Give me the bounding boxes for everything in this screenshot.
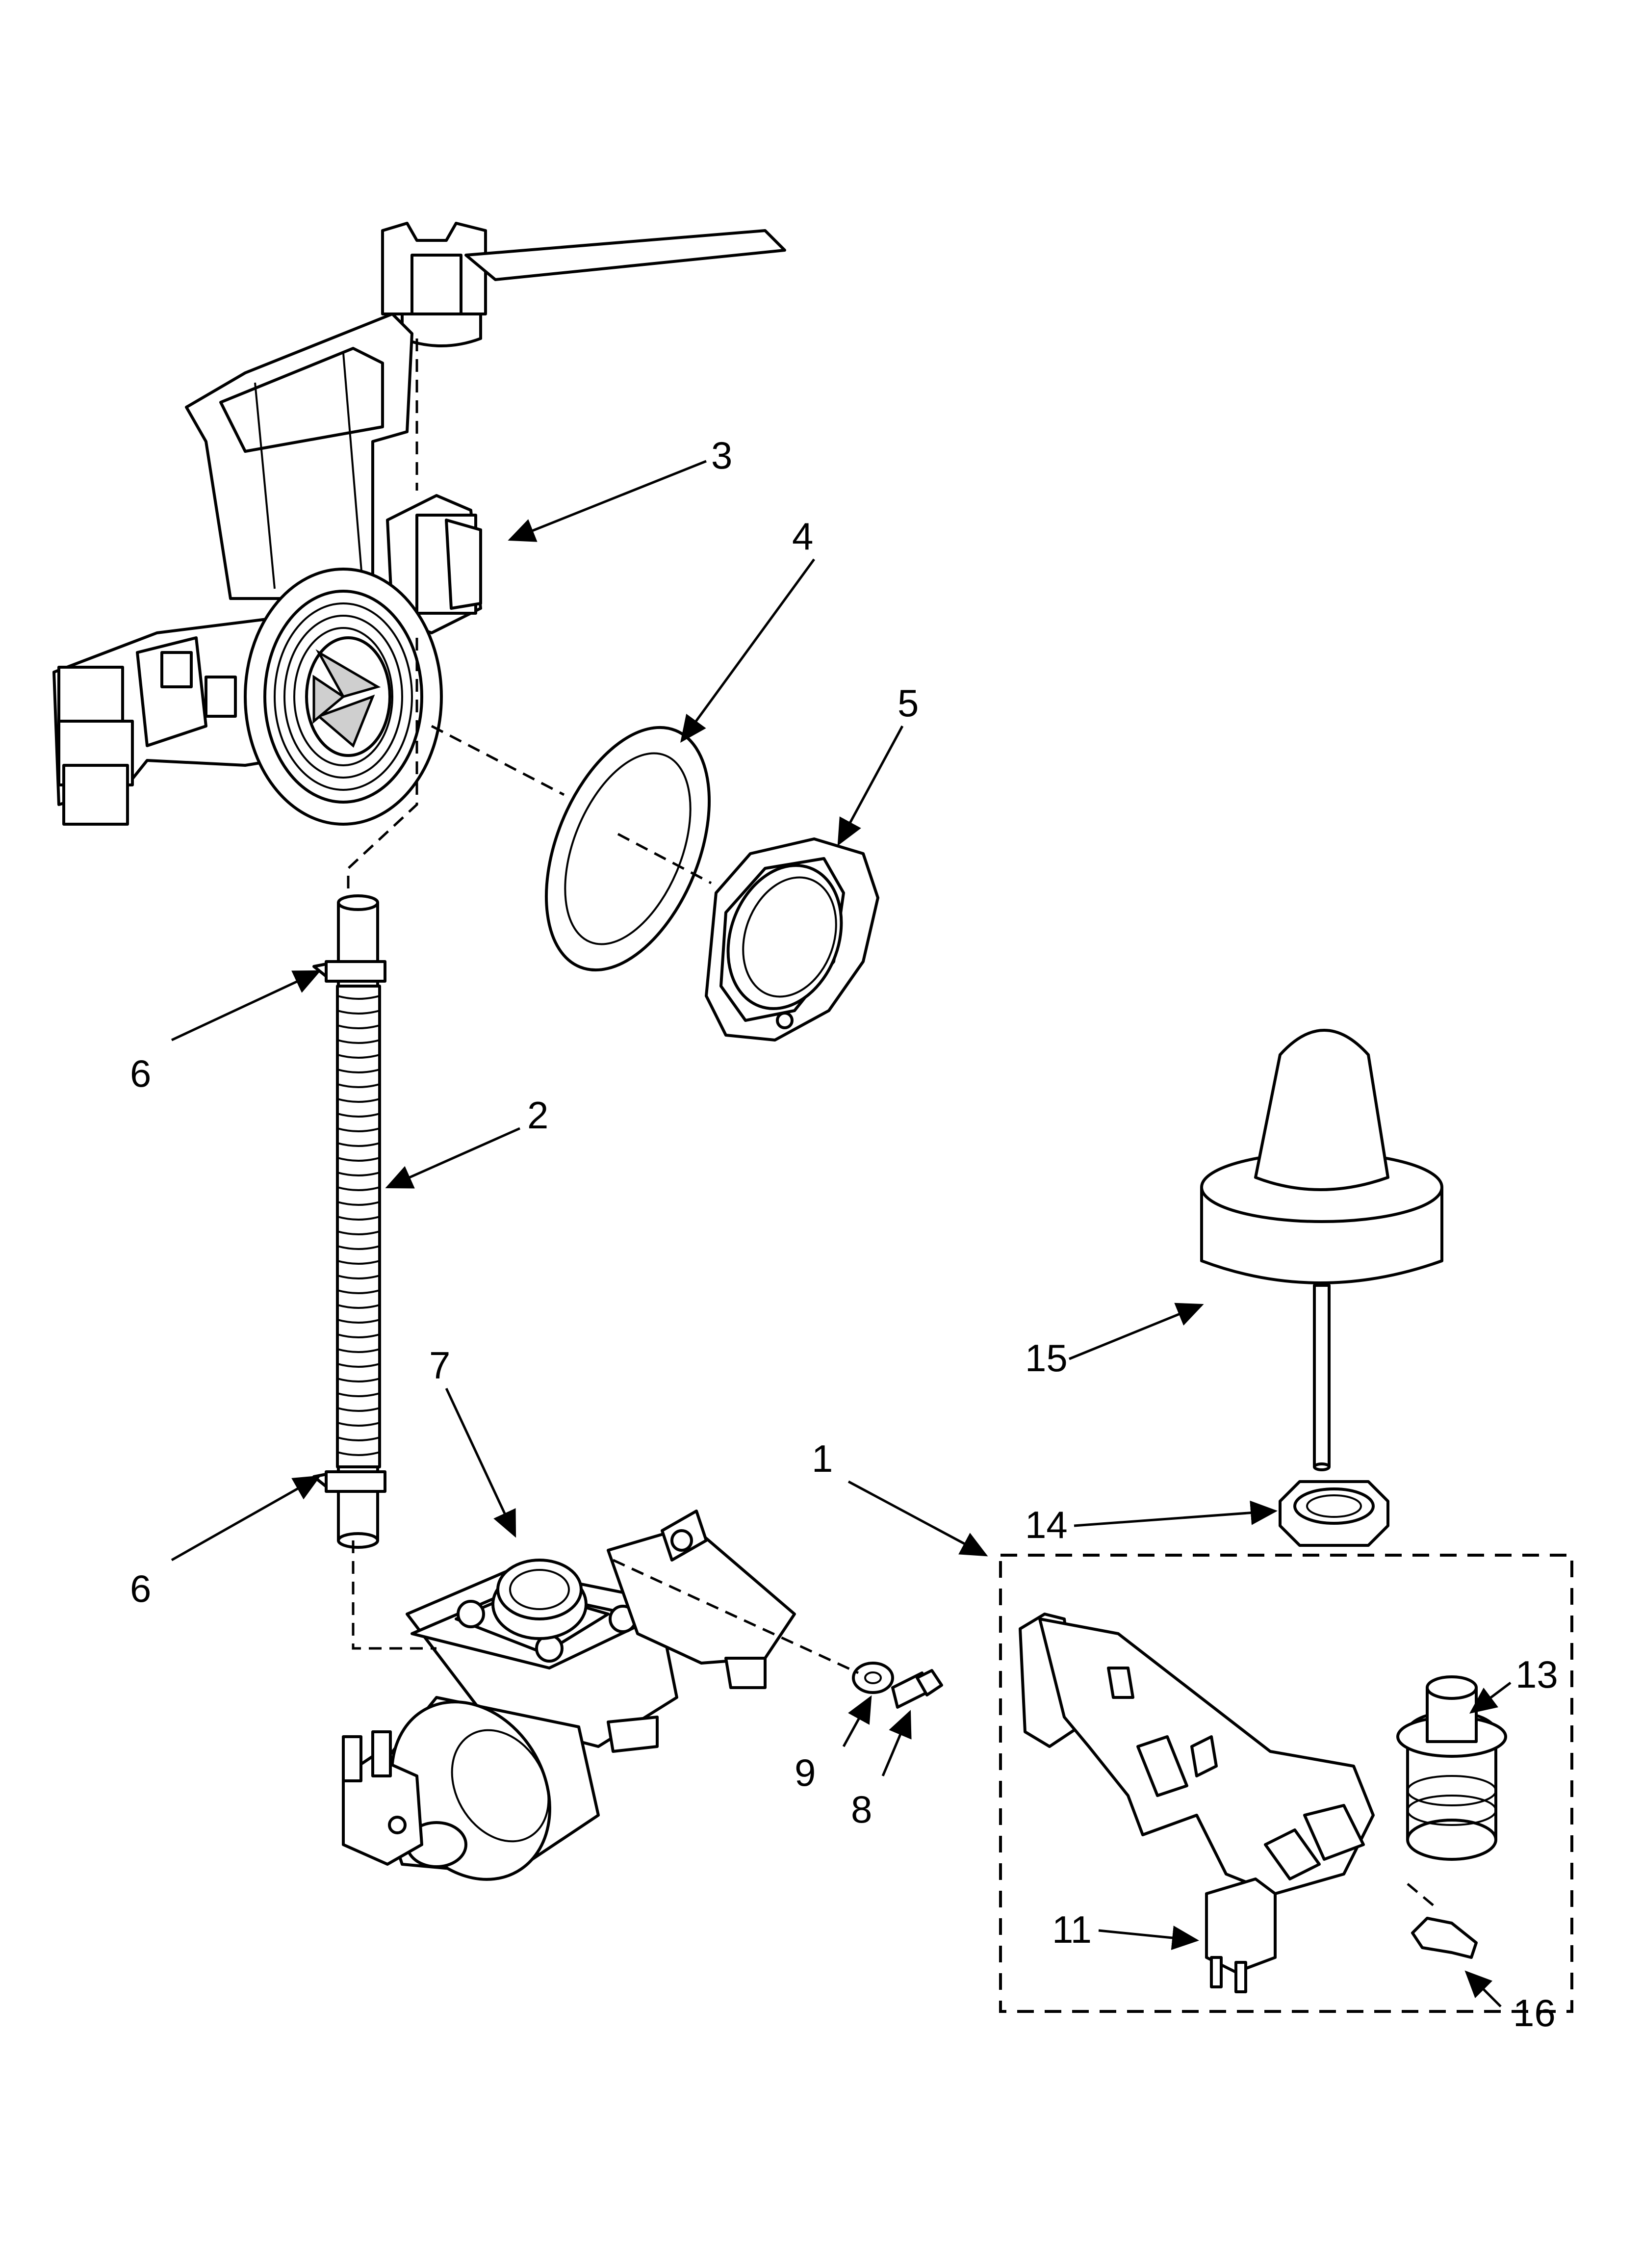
part-4-gasket — [544, 726, 711, 972]
hose-rib — [337, 995, 380, 1000]
hose-rib — [337, 1378, 380, 1382]
hose-rib — [337, 1289, 380, 1294]
hose-rib — [337, 1407, 380, 1412]
hose-rib — [337, 1113, 380, 1118]
assembly-lines-lower — [352, 1540, 859, 1674]
hose-rib — [337, 1319, 380, 1324]
callout-8: 8 — [851, 1788, 872, 1831]
hose-rib — [337, 1333, 380, 1338]
callout-labels: 3 4 5 6 2 7 1 6 9 8 15 14 13 11 16 — [130, 434, 1558, 2034]
part-13-stem — [1396, 1675, 1507, 1861]
hose-rib — [337, 1069, 380, 1073]
part-1-float-switch-assembly — [999, 1554, 1573, 2013]
assembly-lines-upper — [347, 339, 712, 903]
callout-15: 15 — [1025, 1336, 1068, 1380]
part-15-float — [1200, 1029, 1443, 1471]
part-9-washer — [852, 1662, 894, 1694]
hose-rib — [337, 1142, 380, 1147]
hose-rib — [337, 1245, 380, 1250]
part-11-micro-switch — [1205, 1877, 1277, 1993]
hose-rib — [337, 1451, 380, 1456]
callout-14: 14 — [1025, 1503, 1068, 1546]
callout-13: 13 — [1515, 1653, 1558, 1696]
callout-6-lower: 6 — [130, 1567, 151, 1610]
part-7-inlet-valve — [342, 1510, 796, 1881]
hose-rib — [337, 1230, 380, 1235]
hose-rib — [337, 1348, 380, 1353]
hose-rib — [337, 1216, 380, 1221]
callout-7: 7 — [429, 1344, 450, 1387]
callout-3: 3 — [711, 434, 732, 477]
hose-rib — [337, 1083, 380, 1088]
callout-5: 5 — [898, 681, 919, 725]
callout-2: 2 — [527, 1094, 548, 1137]
hose-rib — [337, 1363, 380, 1368]
part-3-upper-housing — [52, 222, 786, 826]
hose-rib — [337, 1201, 380, 1206]
callout-6-upper: 6 — [130, 1052, 151, 1095]
hose-rib — [337, 1098, 380, 1103]
hose-rib — [337, 1304, 380, 1309]
hose-rib — [337, 1010, 380, 1015]
hose-rib — [337, 1392, 380, 1397]
hose-rib — [337, 1422, 380, 1427]
part-2-corrugated-hose — [312, 894, 386, 1549]
part-16-clip — [1411, 1917, 1478, 1959]
hose-rib — [337, 1127, 380, 1132]
callout-16: 16 — [1513, 1991, 1556, 2034]
hose-rib — [337, 1157, 380, 1162]
hose-rib — [337, 1039, 380, 1044]
part-14-nut — [1279, 1480, 1389, 1547]
hose-rib — [337, 1054, 380, 1059]
callout-11: 11 — [1052, 1908, 1092, 1951]
callout-9: 9 — [795, 1751, 816, 1794]
hose-rib — [337, 1172, 380, 1176]
callout-1: 1 — [812, 1437, 833, 1480]
hose-rib — [337, 1436, 380, 1441]
part-5-vent-nut — [705, 837, 879, 1042]
callout-4: 4 — [792, 515, 813, 558]
part-8-screw — [891, 1669, 943, 1709]
hose-rib — [337, 1024, 380, 1029]
leader-lines — [171, 460, 1512, 2007]
hose-rib — [337, 1275, 380, 1279]
hose-rib — [337, 1260, 380, 1265]
hose-rib — [337, 1186, 380, 1191]
